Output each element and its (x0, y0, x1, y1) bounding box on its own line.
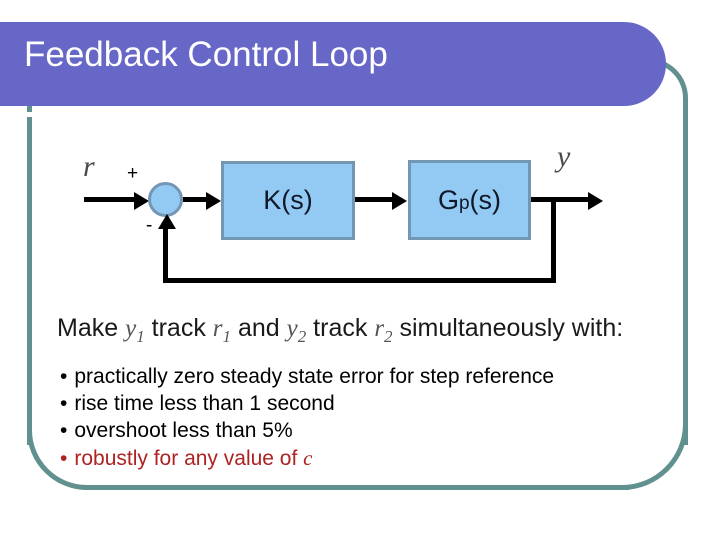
signal-label-r: r (83, 150, 95, 183)
wire-feedback-up (163, 222, 168, 283)
frame-right-border (683, 100, 688, 445)
summing-plus-sign: + (127, 163, 139, 184)
list-item: • overshoot less than 5% (60, 418, 660, 444)
wire-feedback-down (551, 197, 556, 283)
page-title: Feedback Control Loop (24, 35, 388, 74)
list-item: • practically zero steady state error for… (60, 364, 660, 390)
objective-var-y1: y1 (125, 315, 145, 346)
objective-var-r2: r2 (374, 315, 392, 346)
arrowhead-into-plant (392, 192, 407, 210)
block-plant-label-subscript: p (458, 193, 470, 214)
objective-var-r2-base: r (374, 315, 385, 342)
arrowhead-output (588, 192, 603, 210)
list-item: • robustly for any value of c (60, 445, 660, 472)
objective-suffix: simultaneously with: (392, 314, 624, 342)
wire-plant-output (531, 197, 596, 202)
objective-var-r1-sub: 1 (222, 327, 232, 346)
objective-mid-3: track (306, 314, 375, 342)
objective-var-r1-base: r (212, 315, 223, 342)
objective-statement: Make y1 track r1 and y2 track r2 simulta… (57, 313, 623, 352)
signal-label-y: y (557, 140, 571, 173)
list-item-text: practically zero steady state error for … (74, 365, 555, 388)
list-item: • rise time less than 1 second (60, 391, 660, 417)
summing-minus-sign: - (146, 215, 153, 236)
list-item-text-italic: c (303, 446, 313, 470)
bullet-glyph: • (60, 392, 68, 415)
arrowhead-into-sum-feedback (158, 214, 176, 229)
list-item-text: overshoot less than 5% (74, 419, 293, 442)
objective-prefix: Make (57, 314, 126, 342)
block-plant-label-main: G (437, 184, 459, 215)
wire-error-signal (183, 197, 213, 202)
wire-feedback-left (163, 278, 556, 283)
frame-left-border (27, 100, 32, 445)
requirements-list: • practically zero steady state error for… (60, 364, 660, 473)
block-controller: K(s) (221, 161, 355, 240)
objective-var-y2-base: y (286, 315, 298, 342)
objective-var-y1-base: y (125, 315, 137, 342)
objective-var-r1: r1 (212, 315, 231, 346)
arrowhead-into-sum (134, 192, 149, 210)
list-item-text: rise time less than 1 second (74, 392, 335, 415)
bullet-glyph: • (60, 419, 68, 442)
arrowhead-into-controller (206, 192, 221, 210)
block-plant-label-tail: (s) (469, 184, 502, 215)
bullet-glyph: • (60, 447, 68, 470)
bullet-glyph: • (60, 365, 68, 388)
objective-var-y2: y2 (286, 315, 307, 346)
wire-reference-input (84, 197, 142, 202)
objective-mid-2: and (231, 314, 287, 342)
frame-bottom-border (84, 485, 629, 490)
title-banner (0, 22, 666, 117)
objective-var-r2-sub: 2 (384, 327, 393, 346)
wire-control-signal (355, 197, 400, 202)
title-underline-rule (0, 112, 606, 117)
objective-mid-1: track (144, 314, 213, 342)
objective-var-y2-sub: 2 (297, 327, 307, 346)
objective-var-y1-sub: 1 (136, 327, 145, 346)
list-item-text: robustly for any value of (74, 447, 304, 470)
summing-junction (148, 182, 183, 217)
block-controller-label: K(s) (263, 185, 313, 215)
